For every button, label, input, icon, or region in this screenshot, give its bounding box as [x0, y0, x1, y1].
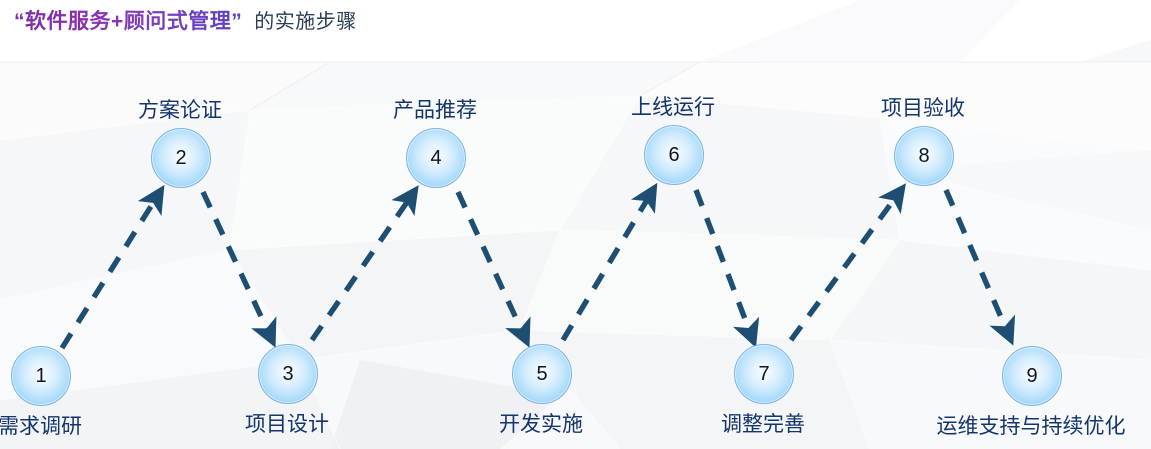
page-title-highlight: “软件服务+顾问式管理”: [14, 10, 243, 33]
step-number-4: 4: [430, 147, 442, 169]
arrow-3-to-4: [309, 185, 419, 342]
step-label-2: 方案论证: [138, 98, 222, 122]
step-circle-7[interactable]: 7: [734, 344, 794, 404]
page-title: “软件服务+顾问式管理” 的实施步骤: [14, 9, 357, 35]
step-number-5: 5: [536, 363, 548, 385]
step-circle-1[interactable]: 1: [11, 346, 71, 406]
step-number-7: 7: [758, 363, 770, 385]
step-circle-8[interactable]: 8: [894, 126, 954, 186]
step-label-4: 产品推荐: [393, 98, 477, 122]
arrow-7-to-8: [788, 183, 906, 342]
arrow-6-to-7: [693, 189, 760, 348]
arrow-1-to-2: [59, 184, 165, 350]
step-label-8: 项目验收: [881, 96, 965, 120]
step-number-9: 9: [1026, 365, 1038, 387]
step-label-3: 项目设计: [245, 412, 329, 436]
arrow-2-to-3: [200, 190, 277, 348]
step-label-9: 运维支持与持续优化: [936, 414, 1126, 438]
step-circle-9[interactable]: 9: [1002, 346, 1062, 406]
step-circle-3[interactable]: 3: [258, 344, 318, 404]
step-circle-5[interactable]: 5: [512, 344, 572, 404]
step-label-1: 需求调研: [0, 414, 82, 438]
page-title-suffix: 的实施步骤: [254, 11, 357, 33]
step-label-5: 开发实施: [499, 412, 583, 436]
step-circle-6[interactable]: 6: [644, 125, 704, 185]
step-circle-2[interactable]: 2: [151, 128, 211, 188]
arrow-8-to-9: [943, 188, 1016, 346]
step-number-8: 8: [918, 145, 930, 167]
step-number-3: 3: [282, 363, 294, 385]
arrow-5-to-6: [560, 182, 658, 342]
arrow-4-to-5: [455, 190, 531, 348]
step-label-6: 上线运行: [631, 95, 715, 119]
step-circle-4[interactable]: 4: [406, 128, 466, 188]
step-label-7: 调整完善: [721, 412, 805, 436]
step-number-1: 1: [35, 365, 47, 387]
step-number-6: 6: [668, 144, 680, 166]
step-number-2: 2: [175, 147, 187, 169]
